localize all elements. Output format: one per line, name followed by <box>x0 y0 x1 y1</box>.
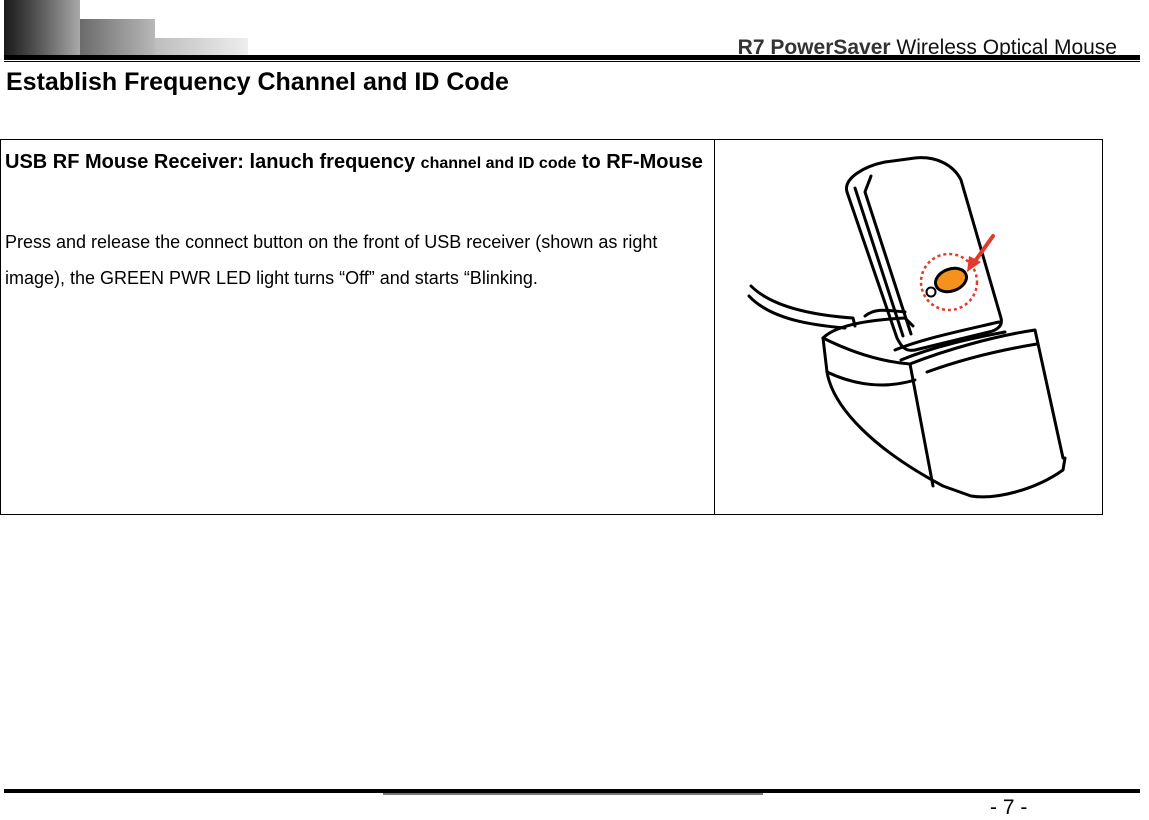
header-title: R7 PowerSaver Wireless Optical Mouse <box>738 36 1117 60</box>
heading-part: to RF-Mouse <box>576 151 703 173</box>
page-title: Establish Frequency Channel and ID Code <box>6 68 509 96</box>
footer-rule-accent <box>383 793 763 795</box>
header-product: Wireless Optical Mouse <box>890 36 1117 59</box>
header-brand: R7 PowerSaver <box>737 36 891 59</box>
instruction-table: USB RF Mouse Receiver: lanuch frequency … <box>0 139 1103 515</box>
page-number: - 7 - <box>990 796 1028 819</box>
section-heading: USB RF Mouse Receiver: lanuch frequency … <box>5 146 717 180</box>
header-rule <box>4 55 1140 60</box>
heading-part: USB RF Mouse Receiver: lanuch frequency <box>5 151 421 173</box>
header-rule-thin <box>4 61 1140 62</box>
usb-receiver-illustration-icon <box>747 156 1067 499</box>
footer-rule <box>4 789 1140 793</box>
header-decoration <box>4 0 80 57</box>
image-cell <box>715 140 1103 514</box>
header-decoration <box>155 38 248 57</box>
header-decoration <box>80 19 155 57</box>
instruction-cell: USB RF Mouse Receiver: lanuch frequency … <box>5 146 717 296</box>
heading-part: channel and ID code <box>420 155 577 172</box>
instruction-text: Press and release the connect button on … <box>5 232 658 288</box>
table-divider <box>714 140 715 514</box>
